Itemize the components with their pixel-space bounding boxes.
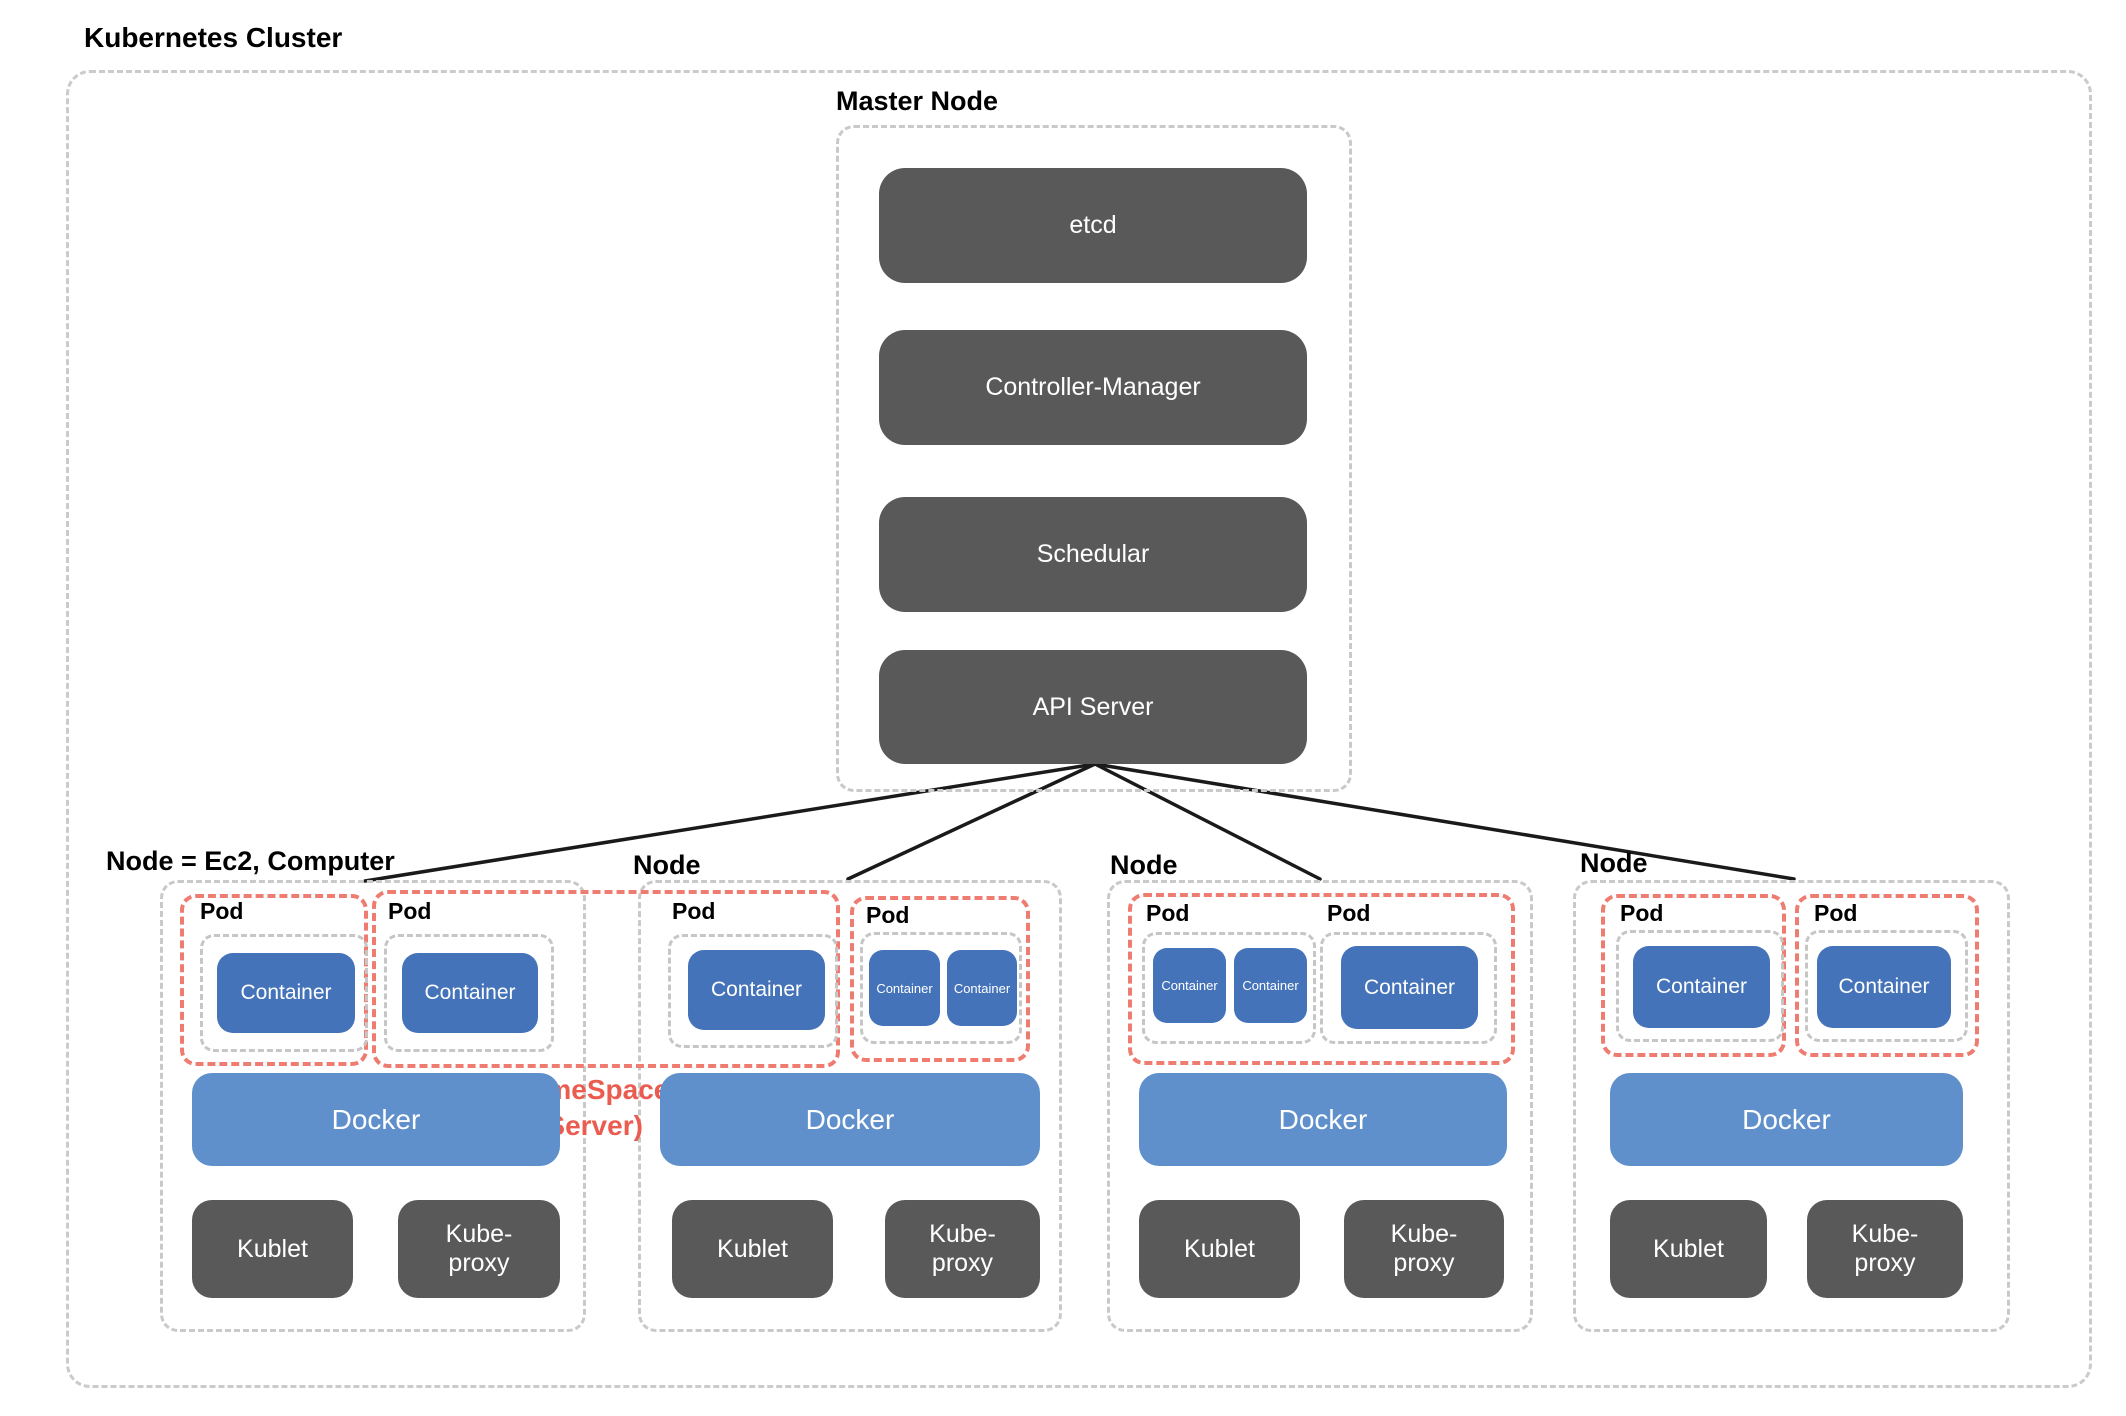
node3-pod2-inner-boundary: [1320, 932, 1497, 1044]
node3-pod2-label: Pod: [1327, 900, 1371, 926]
node2-kublet-box: Kublet: [672, 1200, 833, 1298]
node3-pod2-container: Container: [1341, 946, 1478, 1029]
node4-pod2-container: Container: [1817, 946, 1951, 1028]
node2-pod2-container-2: Container: [947, 950, 1017, 1026]
node4-pod2-boundary: [1795, 894, 1979, 1057]
node4-docker-bar: Docker: [1610, 1073, 1963, 1166]
node3-pod1-inner-boundary: [1142, 932, 1316, 1044]
node4-boundary: [1573, 880, 2010, 1332]
node3-pod1-container-2: Container: [1234, 948, 1307, 1023]
node3-kublet-box: Kublet: [1139, 1200, 1300, 1298]
node3-pods-boundary: [1128, 893, 1515, 1065]
node2-label: Node: [633, 850, 701, 880]
node2-pod2-label: Pod: [866, 902, 910, 928]
node2-pod1-inner-boundary: [668, 934, 838, 1048]
node1-pod2-label: Pod: [388, 898, 432, 924]
node2-pod2-container-1: Container: [869, 950, 940, 1026]
node4-kube-proxy-box: Kube- proxy: [1807, 1200, 1963, 1298]
node2-docker-bar: Docker: [660, 1073, 1040, 1166]
node1-pod1-container: Container: [217, 953, 355, 1033]
node2-boundary: [638, 880, 1062, 1332]
node1-pod2-container: Container: [402, 953, 538, 1033]
namespace-boundary: [372, 890, 840, 1068]
master-node-label: Master Node: [836, 86, 999, 116]
node1-pod1-inner-boundary: [200, 934, 368, 1052]
node4-kublet-box: Kublet: [1610, 1200, 1767, 1298]
node1-kublet-box: Kublet: [192, 1200, 353, 1298]
node1-docker-bar: Docker: [192, 1073, 560, 1166]
node1-pod2-inner-boundary: [384, 934, 554, 1052]
node3-kube-proxy-box: Kube- proxy: [1344, 1200, 1504, 1298]
master-component-controller-manager: Controller-Manager: [879, 330, 1307, 445]
node2-pod1-container: Container: [688, 950, 825, 1030]
node4-pod1-inner-boundary: [1616, 930, 1784, 1042]
node4-pod2-label: Pod: [1814, 900, 1858, 926]
node4-pod1-label: Pod: [1620, 900, 1664, 926]
node2-pod2-inner-boundary: [860, 932, 1022, 1044]
node1-kube-proxy-box: Kube- proxy: [398, 1200, 560, 1298]
node1-pod1-label: Pod: [200, 898, 244, 924]
node3-docker-bar: Docker: [1139, 1073, 1507, 1166]
node3-pod1-container-1: Container: [1153, 948, 1226, 1023]
cluster-boundary: [66, 70, 2092, 1388]
node4-pod1-container: Container: [1633, 946, 1770, 1028]
master-component-api-server: API Server: [879, 650, 1307, 764]
node2-pod2-boundary: [850, 896, 1030, 1062]
master-component-etcd: etcd: [879, 168, 1307, 283]
node3-boundary: [1107, 880, 1533, 1332]
node3-pod1-label: Pod: [1146, 900, 1190, 926]
node1-label: Node = Ec2, Computer: [106, 846, 395, 876]
node4-label: Node: [1580, 848, 1648, 878]
node1-boundary: [160, 880, 586, 1332]
node4-pod1-boundary: [1601, 894, 1786, 1057]
node2-pod1-label: Pod: [672, 898, 716, 924]
master-component-schedular: Schedular: [879, 497, 1307, 612]
master-node-boundary: [836, 125, 1352, 792]
node4-pod2-inner-boundary: [1805, 930, 1968, 1042]
cluster-title: Kubernetes Cluster: [84, 22, 343, 53]
node2-kube-proxy-box: Kube- proxy: [885, 1200, 1040, 1298]
node3-label: Node: [1110, 850, 1178, 880]
